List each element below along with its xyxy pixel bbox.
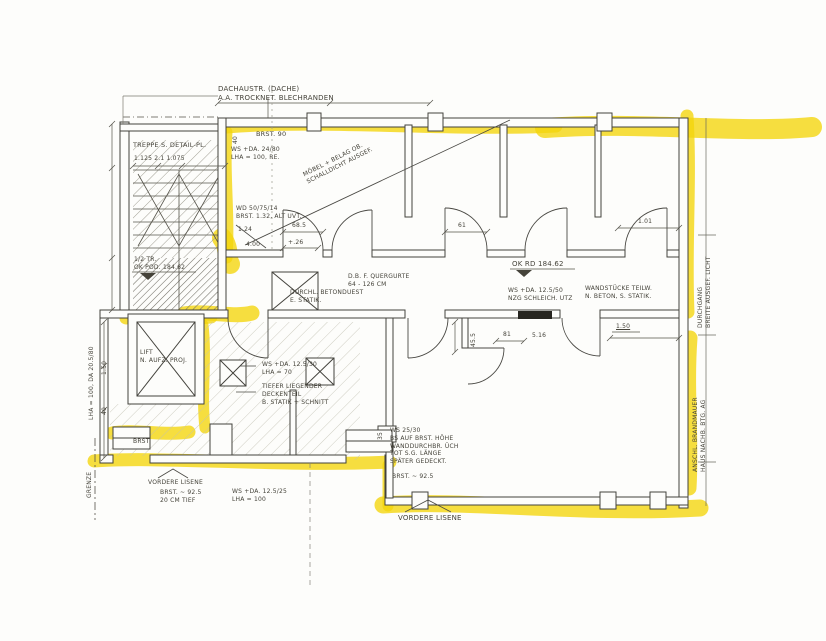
dimension-lines <box>100 98 683 462</box>
dim-61: 61 <box>458 222 467 229</box>
dim-124: 1.24 <box>238 226 253 233</box>
property-line <box>698 118 716 506</box>
note-lift: LIFT N. AUFZ. PROJ. <box>140 349 188 364</box>
note-ok-rd: OK RD 184.62 <box>512 260 564 268</box>
note-wandstuecke: WANDSTÜCKE TEILW. N. BETON, S. STATIK. <box>585 285 653 300</box>
dim-455: 45.5 <box>470 332 477 347</box>
elevator-shaft <box>127 313 205 405</box>
concrete-fill <box>518 311 552 319</box>
walls <box>99 112 689 510</box>
note-roof: DACHAUSTR. (DACHE) A.A. TROCKNET. BLECHR… <box>218 85 334 103</box>
door-arcs <box>227 207 668 385</box>
note-ws-125-30: WS +DA. 12.5/30 LHA = 70 <box>262 361 318 376</box>
dim-400: 4.00 <box>246 241 261 248</box>
windows <box>112 426 393 453</box>
dim-81: 81 <box>503 331 512 338</box>
note-brst-925-left: BRST. ~ 92.5 20 CM TIEF <box>160 489 202 504</box>
note-ws-25-30: WS 25/30 BS AUF BRST. HÖHE WANDDURCHBR. … <box>390 427 459 466</box>
note-half-tr: 1/2 TR. OK POD. 184.62 <box>134 256 186 271</box>
note-ws-125-50: WS +DA. 12.5/50 NZG SCHLEICH. UTZ <box>508 287 573 302</box>
note-stair: TREPPE S. DETAIL-PL. <box>133 141 207 149</box>
dim-35: 35 <box>377 431 384 440</box>
dim-40-top: 40 <box>232 135 239 144</box>
reference-lines <box>94 85 311 588</box>
dim-685: 68.5 <box>292 222 307 229</box>
dim-40-left: 40 <box>101 406 108 415</box>
note-brst-925-right: BRST. ~ 92.5 <box>392 473 434 480</box>
note-anschl-brandmauer: ANSCHL. BRANDMAUER HAUS NACHB. BTG. AG <box>692 397 707 472</box>
note-ws-125-25: WS +DA. 12.5/25 LHA = 100 <box>232 488 288 503</box>
note-wd-50-75: WD 50/75/14 BRST. 1.32, ALT UVT. <box>236 205 302 220</box>
dim-stair-row: 1.125 2.1 1.075 <box>134 155 185 162</box>
note-brst-small: BRST. <box>133 438 151 445</box>
note-vordere-lisene-left: VORDERE LISENE <box>148 479 203 486</box>
dim-plus26: +.26 <box>288 239 304 246</box>
leader-lines <box>140 119 532 513</box>
note-durchgang: DURCHGANG BREITE AUSGEF. LICHT <box>697 256 712 328</box>
note-querguerte: D.B. F. QUERGURTE 64 - 126 CM <box>348 273 410 288</box>
duct-boxes <box>219 271 335 387</box>
note-left-edge: LHA = 100, DA 20.5/80 <box>88 346 95 420</box>
dim-101: 1.01 <box>638 218 653 225</box>
note-brst-90: BRST. 90 <box>256 130 287 138</box>
note-duct: DURCHL. BETONDUEST E. STATIK. <box>290 289 364 304</box>
note-vordere-lisene-bottom: VORDERE LISENE <box>398 514 462 522</box>
dim-516: 5.16 <box>532 332 547 339</box>
dim-150: 1.50 <box>616 323 631 330</box>
note-ws-24-80: WS +DA. 24/80 LHA = 100, RE. <box>231 146 280 161</box>
note-grenze: GRENZE <box>86 471 93 498</box>
note-tiefer: TIEFER LIEGENDER DECKENTEIL B. STATIK + … <box>262 383 329 406</box>
dim-150-left: 1.50 <box>101 360 108 375</box>
staircase <box>133 169 225 310</box>
